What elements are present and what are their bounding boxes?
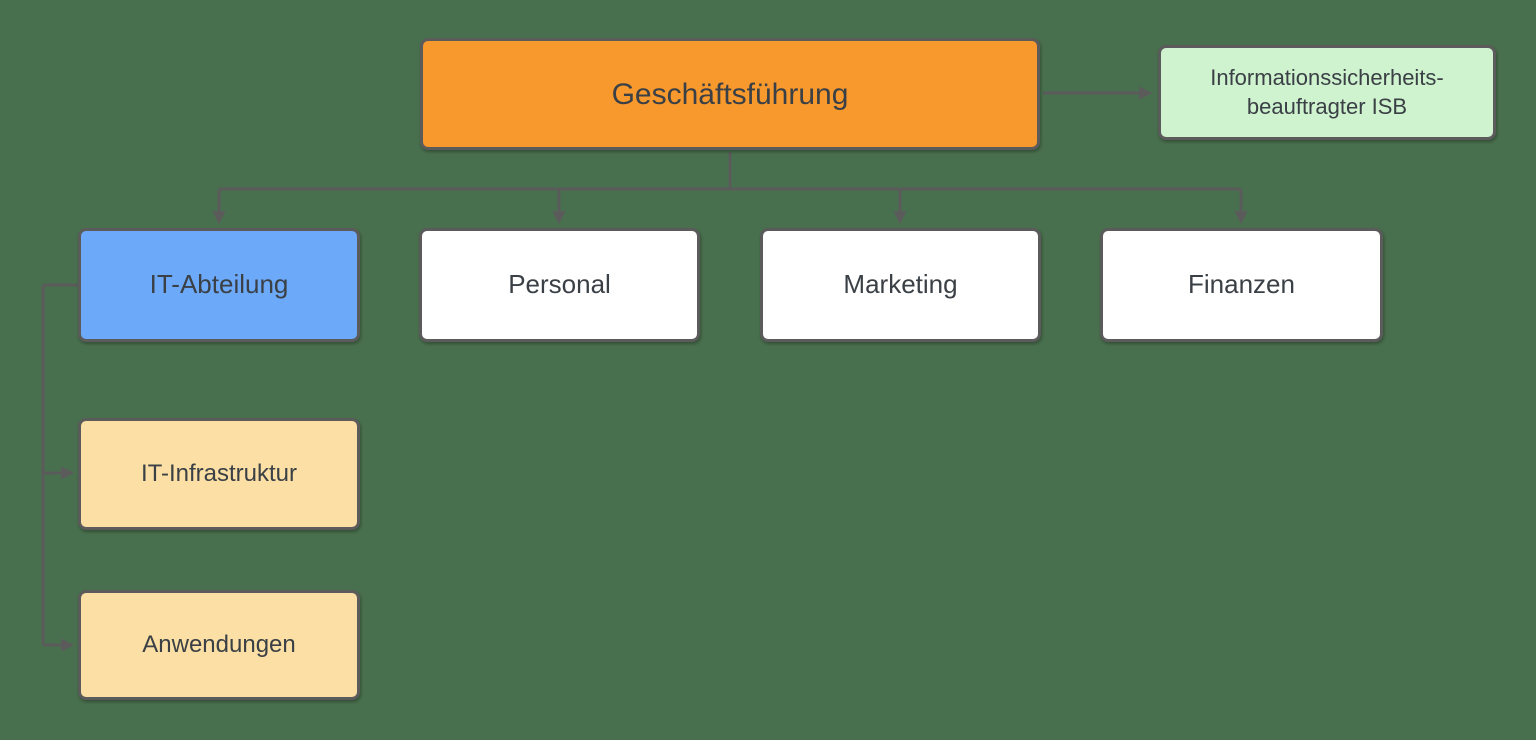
node-label: IT-Infrastruktur bbox=[140, 460, 298, 488]
node-it-abteilung: IT-Abteilung bbox=[78, 228, 360, 342]
node-label-line1: Informationssicherheits- bbox=[1210, 64, 1444, 90]
node-finanzen: Finanzen bbox=[1100, 228, 1383, 342]
node-personal: Personal bbox=[419, 228, 700, 342]
node-label: Finanzen bbox=[1188, 269, 1295, 300]
node-label: Marketing bbox=[843, 269, 958, 300]
edge-it-abteilung-anwendungen bbox=[41, 283, 78, 652]
edge-geschaeftsfuehrung-it-abteilung bbox=[212, 187, 226, 225]
edge-it-abteilung-it-infrastruktur bbox=[41, 466, 75, 480]
node-it-infrastruktur: IT-Infrastruktur bbox=[78, 418, 360, 530]
edge-geschaeftsfuehrung-finanzen bbox=[1234, 187, 1248, 225]
node-marketing: Marketing bbox=[760, 228, 1041, 342]
node-anwendungen: Anwendungen bbox=[78, 590, 360, 700]
node-label: Geschäftsführung bbox=[611, 77, 849, 111]
node-geschaeftsfuehrung: Geschäftsführung bbox=[420, 38, 1040, 150]
node-label: Personal bbox=[508, 269, 611, 300]
node-label-line2: beauftragter ISB bbox=[1246, 93, 1408, 119]
node-informationssicherheitsbeauftragter: Informationssicherheits- beauftragter IS… bbox=[1158, 45, 1496, 140]
node-label: IT-Abteilung bbox=[149, 269, 289, 300]
node-label: Anwendungen bbox=[142, 631, 296, 659]
